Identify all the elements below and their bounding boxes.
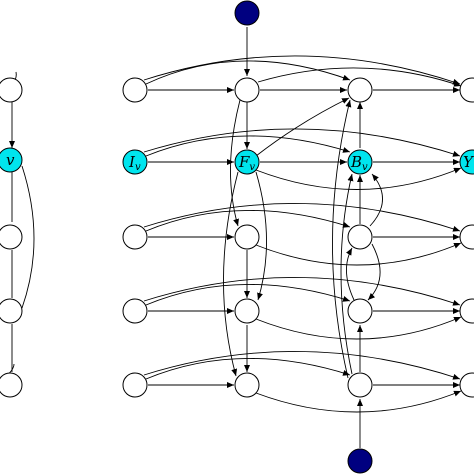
edge-r4-i-to-y-arc: [143, 277, 461, 306]
edge-r3-i-to-y-arc: [143, 203, 461, 232]
left-node-row4: [0, 298, 23, 324]
node-bv: [347, 149, 373, 175]
node-y-row1: [459, 77, 474, 103]
edge-r3-f-to-y-arc: [255, 242, 462, 266]
edge-r3-i-to-b-arc: [145, 209, 351, 232]
node-y-row3: [459, 224, 474, 250]
edge-b3-to-b4-right-curve: [367, 243, 381, 301]
edge-r2-f-to-y-arc: [255, 167, 462, 190]
top-terminal-node: [234, 0, 260, 26]
edge-r4-f-to-y-arc: [255, 316, 462, 340]
edge-fv-to-f5-curve: [223, 171, 239, 377]
node-iv-label: Iv: [128, 153, 141, 173]
edge-b5-to-b1-curve: [332, 99, 352, 379]
edge-b5-to-bv-curve: [340, 173, 354, 375]
left-node-row1: [0, 77, 23, 103]
edge-r5-i-to-y-arc: [143, 351, 461, 380]
edge-r1-f-to-y-arc: [257, 67, 462, 87]
left-node-v: [0, 147, 23, 173]
node-f-row3: [234, 224, 260, 250]
main-nodes: Iv Fv Bv Y: [122, 0, 474, 474]
edge-r1-i-to-y-arc: [143, 55, 461, 85]
node-iv: [122, 149, 148, 175]
node-b-row3: [347, 224, 373, 250]
edge-r5-i-to-b-arc: [145, 357, 351, 380]
node-y-row4: [459, 298, 474, 324]
edge-fv-to-b1-curve: [255, 97, 350, 157]
node-yv-label: Y: [463, 153, 474, 171]
edge-f1-to-f3-curve: [230, 99, 241, 227]
edge-fv-to-f4-curve: [255, 171, 267, 301]
node-fv-label: Fv: [238, 153, 255, 173]
edge-r2-i-to-y-arc: [143, 128, 461, 157]
edge-r5-f-to-y-arc: [255, 390, 462, 413]
left-node-row5: [0, 372, 23, 398]
edge-r4-i-to-b-arc: [145, 283, 351, 306]
node-i-row3: [122, 224, 148, 250]
edge-r2-i-to-b-arc: [145, 135, 351, 157]
node-i-row5: [122, 372, 148, 398]
node-bv-label: Bv: [350, 153, 368, 173]
node-b-row4: [347, 298, 373, 324]
node-f-row5: [234, 372, 260, 398]
node-b-row5: [347, 372, 373, 398]
left-node-row3: [0, 224, 23, 250]
main-edges: [143, 27, 462, 448]
edge-left-curve-v-down: [21, 165, 35, 309]
left-column-nodes: v: [0, 77, 23, 398]
node-i-row4: [122, 298, 148, 324]
node-i-row1: [122, 77, 148, 103]
edge-b3-to-bv-right-curve: [369, 173, 383, 227]
node-yv: [459, 149, 474, 175]
node-f-row1: [234, 77, 260, 103]
node-b-row1: [347, 77, 373, 103]
edge-b4-to-b3-curve: [346, 247, 355, 301]
left-node-v-label: v: [6, 151, 15, 169]
bottom-terminal-node: [347, 448, 373, 474]
node-fv: [234, 149, 260, 175]
edge-r1-i-to-b-arc: [145, 60, 351, 85]
node-f-row4: [234, 298, 260, 324]
node-y-row5: [459, 372, 474, 398]
